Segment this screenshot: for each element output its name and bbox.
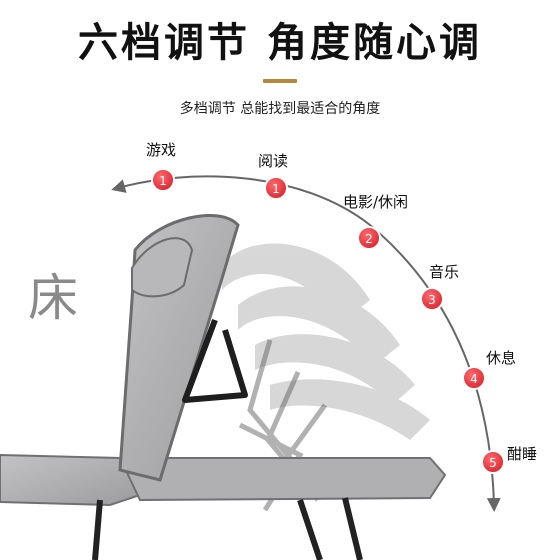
position-label-game: 游戏 — [146, 141, 177, 159]
support-bracket — [182, 318, 248, 403]
position-marker-2: 1 — [264, 176, 288, 200]
position-marker-5: 4 — [462, 366, 486, 390]
title-accent-line — [263, 79, 297, 83]
position-marker-number: 1 — [272, 182, 280, 196]
position-markers: 1 1 2 3 4 5 — [151, 168, 505, 474]
position-marker-4: 3 — [420, 287, 444, 311]
position-marker-1: 1 — [151, 168, 175, 192]
position-marker-number: 1 — [159, 174, 167, 188]
position-marker-number: 4 — [470, 372, 478, 386]
position-label-movie: 电影/休闲 — [343, 193, 409, 211]
position-marker-number: 2 — [365, 232, 373, 246]
position-label-music: 音乐 — [429, 263, 460, 281]
position-label-reading: 阅读 — [258, 152, 289, 170]
frame-legs — [92, 497, 363, 560]
position-label-sleep: 酣睡 — [507, 445, 538, 463]
seat-cushion-right — [118, 457, 447, 502]
ghost-backrests — [222, 243, 430, 440]
headrest-pillow — [131, 237, 194, 298]
position-marker-6: 5 — [481, 450, 505, 474]
position-marker-number: 3 — [428, 293, 436, 307]
position-marker-number: 5 — [489, 456, 497, 470]
curved-arrow-icon — [111, 175, 501, 512]
page-subtitle: 多档调节 总能找到最适合的角度 — [179, 101, 381, 117]
side-watermark-text: 床 — [28, 269, 78, 327]
position-marker-3: 2 — [357, 226, 381, 250]
page-title: 六档调节 角度随心调 — [78, 20, 482, 66]
position-label-rest: 休息 — [486, 349, 517, 367]
seat-cushion — [0, 453, 142, 507]
